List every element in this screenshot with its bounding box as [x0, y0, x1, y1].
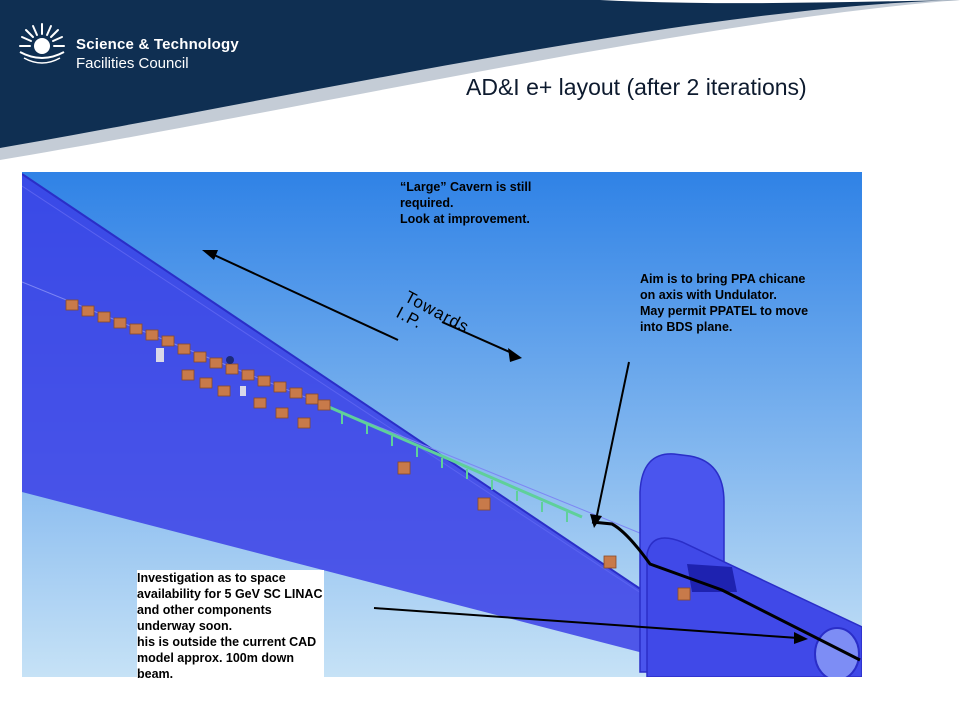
annotation-cavern: “Large” Cavern is still required. Look a… [400, 180, 532, 226]
org-name-line1: Science & Technology [76, 36, 239, 53]
annotation-chicane: Aim is to bring PPA chicane on axis with… [640, 272, 809, 334]
component-marker [226, 356, 234, 364]
banner-cut [600, 0, 960, 4]
undulator-beamline [321, 402, 583, 519]
ppa-chicane-line [591, 520, 861, 662]
org-name-line2: Facilities Council [76, 55, 189, 72]
annotation-investigation: Investigation as to space availability f… [137, 570, 325, 682]
header-banner [0, 0, 960, 160]
beamline-supports [341, 414, 568, 522]
cavern-top-edge [22, 173, 698, 628]
arrow-heads [202, 250, 808, 644]
component-details [156, 348, 246, 396]
magnet-cluster [65, 299, 691, 601]
small-tunnel-dark-interior [687, 564, 737, 592]
annotation-arrows [211, 253, 799, 639]
banner-dark [0, 0, 960, 148]
cavern-inner-edge [22, 185, 683, 621]
sunburst-icon [19, 23, 65, 64]
tunnel-opening [814, 627, 860, 677]
slide-title: AD&I e+ layout (after 2 iterations) [466, 74, 807, 100]
